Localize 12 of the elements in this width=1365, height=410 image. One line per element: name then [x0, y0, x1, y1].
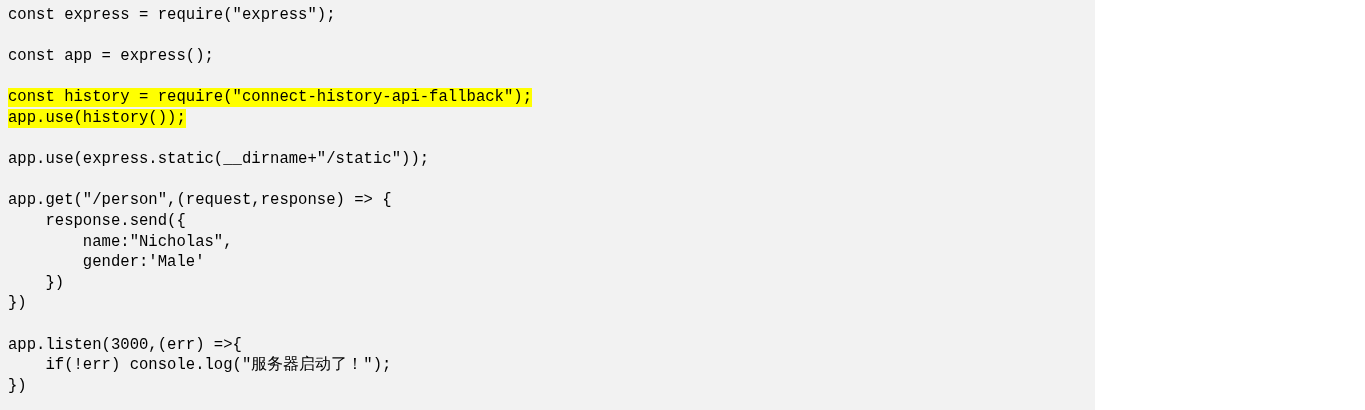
code-line: app.use(express.static(__dirname+"/static"));	[8, 150, 430, 170]
code-line: })	[8, 294, 27, 314]
code-line: app.get("/person",(request,response) => {	[8, 191, 392, 211]
code-line: const app = express();	[8, 47, 214, 67]
code-line: const express = require("express");	[8, 6, 336, 25]
code-line: })	[44, 273, 65, 293]
code-line: app.listen(3000,(err) =>{	[8, 335, 242, 355]
code-line: gender:'Male'	[81, 253, 205, 273]
code-line: response.send({	[44, 212, 186, 231]
code-line: })	[8, 376, 27, 396]
code-line: name:"Nicholas",	[81, 232, 233, 252]
code-line: if(!err) console.log("服务器启动了！");	[44, 356, 392, 376]
